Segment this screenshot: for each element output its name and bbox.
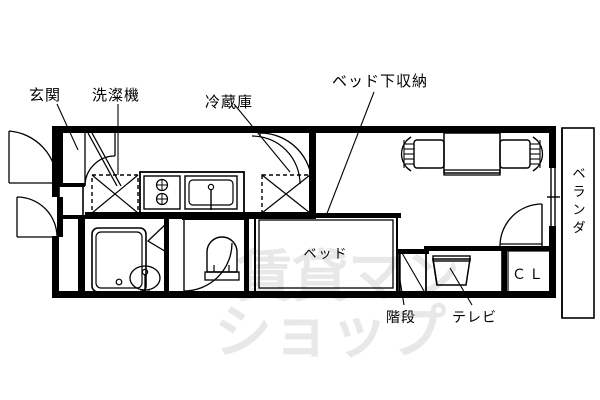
under-bed-storage-label: ベッド下収納	[332, 72, 428, 90]
hall-door-swing	[183, 242, 233, 292]
entrance-door-leaf-upper	[57, 131, 63, 183]
leader-stairs	[399, 279, 405, 306]
leader-fridge	[233, 103, 291, 173]
toilet-icon	[204, 236, 240, 281]
outer-walls	[52, 126, 556, 298]
bed-label: ベッド	[303, 247, 348, 262]
entrance-door-swing-upper	[8, 130, 58, 184]
veranda-label: ベランダ	[572, 167, 587, 236]
leader-tv	[449, 267, 473, 306]
veranda-area: ベランダ	[561, 127, 595, 319]
veranda-sliding-door	[547, 168, 560, 226]
watermark: 賃貸マン ショップ	[214, 245, 460, 366]
stairs-label: 階段	[386, 310, 416, 326]
balcony-window-icon	[400, 132, 544, 176]
watermark-line1: 賃貸マン	[235, 245, 460, 310]
kitchen-area	[85, 171, 245, 219]
bed-inner	[258, 219, 394, 289]
annotation-labels: 玄関 洗澯機 冷蔵庫 ベッド下収納 階段 テレビ	[29, 72, 497, 326]
washbasin-icon	[129, 265, 161, 293]
tv-label: テレビ	[452, 310, 497, 326]
stove-icon	[143, 175, 181, 210]
watermark-line2: ショップ	[214, 298, 446, 366]
bathroom-area	[91, 219, 249, 293]
entrance-area	[8, 130, 122, 298]
kitchen-sink-icon	[184, 175, 238, 210]
leader-entrance	[56, 103, 79, 151]
fridge-label: 冷蔵庫	[205, 93, 253, 111]
leader-lines	[56, 91, 473, 306]
hall-door	[182, 216, 244, 292]
room-entry-door-swing	[259, 132, 313, 186]
closet-area: ＣＬ	[499, 203, 552, 294]
bathtub-icon	[91, 227, 147, 293]
bathroom-door	[146, 220, 169, 255]
entrance-label: 玄関	[29, 86, 61, 104]
closet-label: ＣＬ	[512, 267, 546, 283]
genkan-partition	[78, 215, 85, 298]
entrance-door-swing-lower	[16, 196, 58, 238]
leader-under-bed-storage	[325, 91, 375, 217]
closet-door-swing	[499, 203, 543, 247]
washer-label: 洗澯機	[92, 86, 140, 104]
